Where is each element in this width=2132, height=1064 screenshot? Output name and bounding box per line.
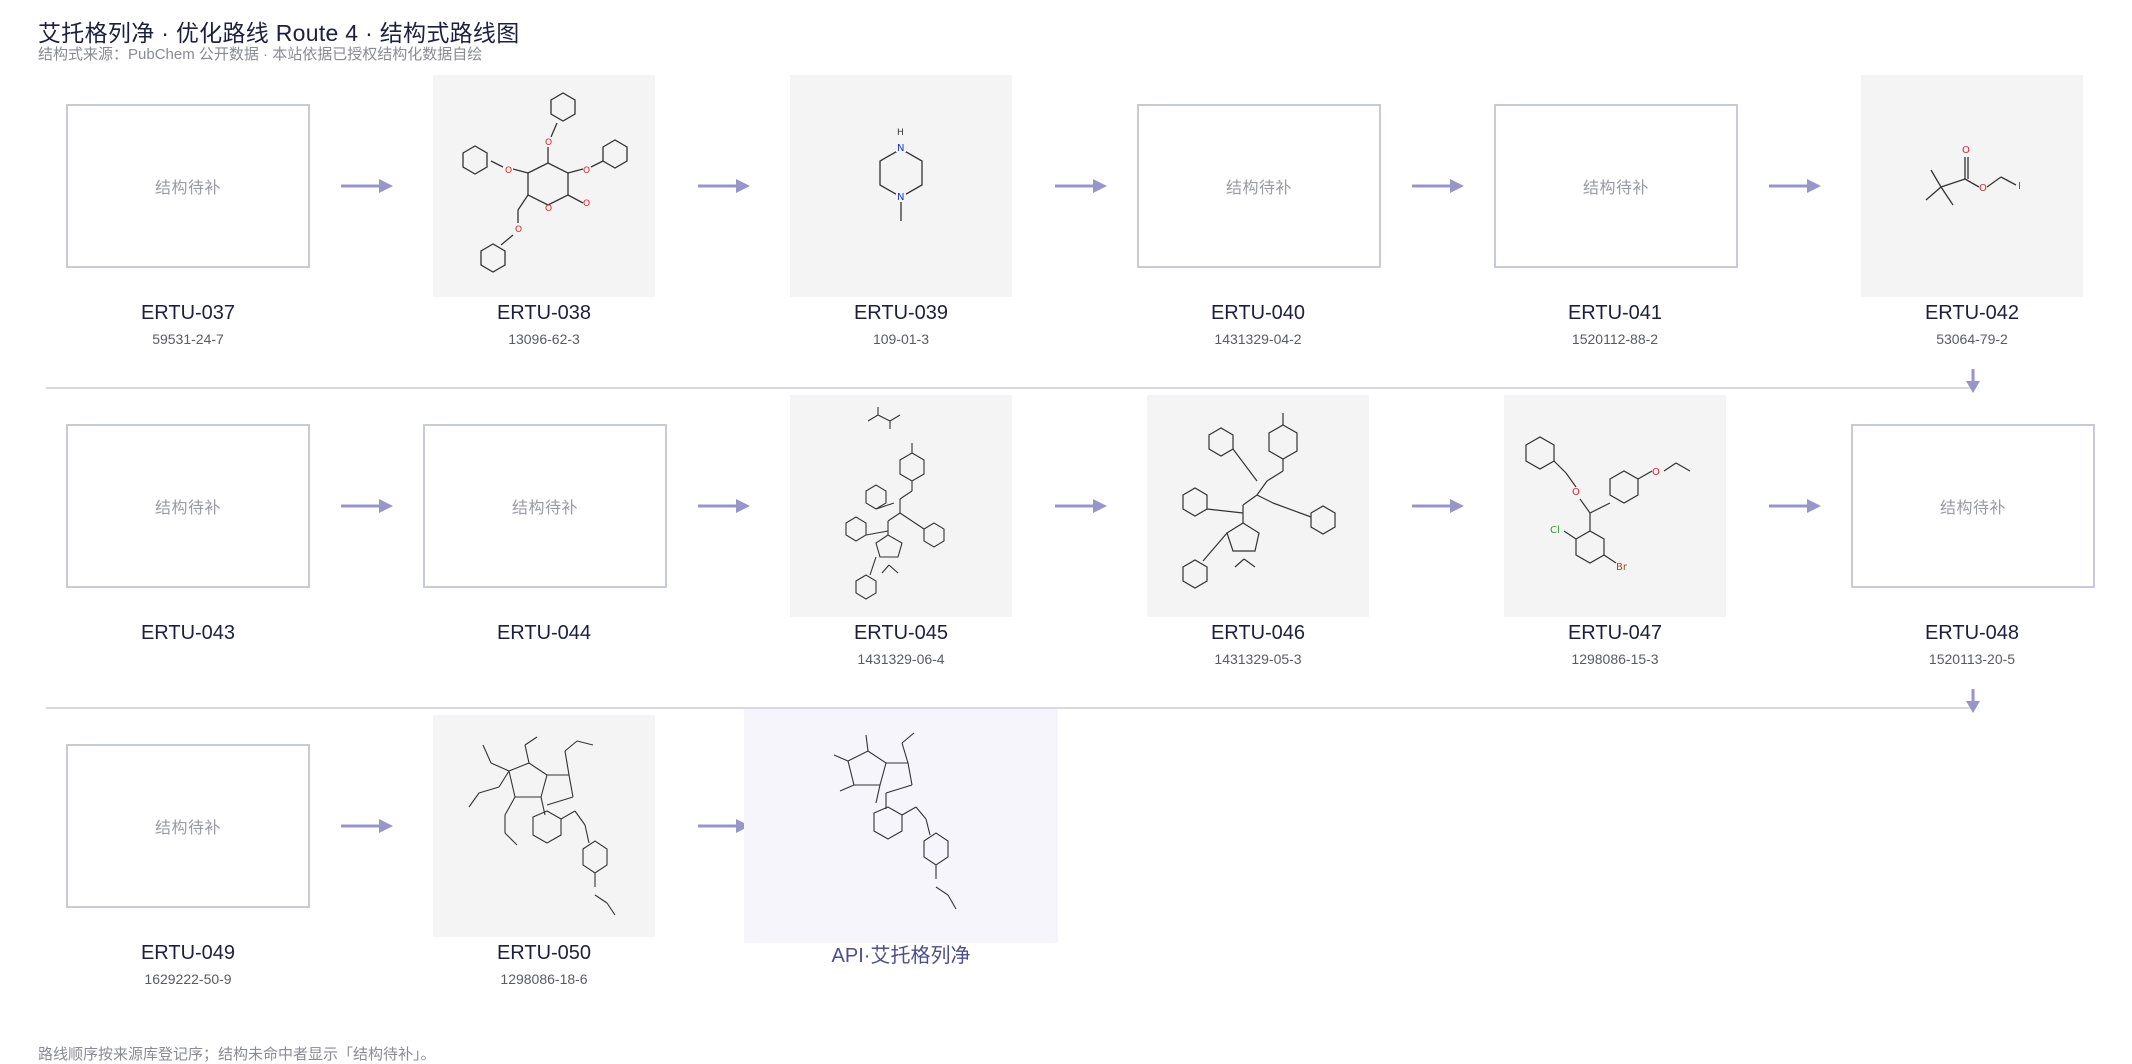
structure-placeholder: 结构待补 xyxy=(1137,104,1381,268)
tetraacetate-structure xyxy=(433,715,655,937)
placeholder-label: 结构待补 xyxy=(154,820,221,837)
compound-id: ERTU-046 xyxy=(1210,622,1306,644)
route-arrow xyxy=(698,496,750,516)
svg-text:O: O xyxy=(515,225,522,235)
placeholder-label: 结构待补 xyxy=(154,180,221,197)
svg-text:O: O xyxy=(583,199,590,209)
row-divider xyxy=(46,387,1976,389)
cas-number: 1298086-18-6 xyxy=(500,971,588,987)
atom-o: O xyxy=(1572,487,1580,498)
cas-number: 1431329-04-2 xyxy=(1214,331,1302,347)
iodomethyl-pivalate-structure: O O I xyxy=(1861,75,2083,297)
methylpiperazine-structure: H N N xyxy=(790,75,1012,297)
acetonide-amide-structure xyxy=(1147,395,1369,617)
footer-note: 路线顺序按来源库登记序；结构未命中者显示「结构待补」。 xyxy=(38,1046,436,1063)
structure-placeholder: 结构待补 xyxy=(1851,424,2095,588)
compound-id: ERTU-037 xyxy=(140,302,236,324)
oxalate-salt-structure xyxy=(790,395,1012,617)
atom-n: N xyxy=(897,192,904,203)
cas-number: 1520113-20-5 xyxy=(1928,651,2016,667)
route-arrow xyxy=(1412,496,1464,516)
svg-text:O: O xyxy=(545,138,552,148)
atom-cl: Cl xyxy=(1550,525,1560,536)
compound-id: ERTU-045 xyxy=(853,622,949,644)
svg-text:O: O xyxy=(545,204,552,214)
route-arrow xyxy=(1412,176,1464,196)
tetrabenzyl-gluconolactone-structure: O O O O O O xyxy=(433,75,655,297)
svg-text:O: O xyxy=(505,166,512,176)
row-divider xyxy=(46,707,1976,709)
compound-id: ERTU-049 xyxy=(140,942,236,964)
svg-text:O: O xyxy=(583,166,590,176)
atom-br: Br xyxy=(1616,562,1628,573)
compound-id: ERTU-038 xyxy=(496,302,592,324)
compound-id: ERTU-041 xyxy=(1567,302,1663,324)
cas-number: 1431329-05-3 xyxy=(1214,651,1302,667)
cas-number: 53064-79-2 xyxy=(1936,331,2008,347)
route-arrow xyxy=(1769,176,1821,196)
atom-i: I xyxy=(2018,181,2021,192)
route-arrow xyxy=(341,496,393,516)
page-title: 艾托格列净 · 优化路线 Route 4 · 结构式路线图 xyxy=(38,20,520,46)
placeholder-label: 结构待补 xyxy=(1225,180,1292,197)
atom-o: O xyxy=(1979,183,1987,194)
cas-number: 1520112-88-2 xyxy=(1571,331,1659,347)
route-arrow xyxy=(698,816,750,836)
ertugliflozin-structure xyxy=(790,715,1012,937)
api-highlight-panel xyxy=(744,709,1058,943)
bromo-diarylmethyl-ether-structure: O O Cl Br xyxy=(1504,395,1726,617)
structure-placeholder: 结构待补 xyxy=(66,744,310,908)
atom-h: H xyxy=(897,128,904,138)
compound-id: ERTU-044 xyxy=(496,622,592,644)
route-arrow xyxy=(1055,496,1107,516)
compound-id: ERTU-043 xyxy=(140,622,236,644)
atom-o: O xyxy=(1652,467,1660,478)
cas-number: 109-01-3 xyxy=(872,331,930,347)
cas-number: 13096-62-3 xyxy=(508,331,580,347)
route-arrow xyxy=(341,816,393,836)
structure-placeholder: 结构待补 xyxy=(423,424,667,588)
api-label: API·艾托格列净 xyxy=(831,945,971,967)
cas-number: 1629222-50-9 xyxy=(144,971,232,987)
placeholder-label: 结构待补 xyxy=(1582,180,1649,197)
compound-id: ERTU-047 xyxy=(1567,622,1663,644)
compound-id: ERTU-040 xyxy=(1210,302,1306,324)
placeholder-label: 结构待补 xyxy=(154,500,221,517)
route-arrow xyxy=(1055,176,1107,196)
placeholder-label: 结构待补 xyxy=(511,500,578,517)
atom-o: O xyxy=(1962,145,1970,156)
route-arrow xyxy=(1769,496,1821,516)
compound-id: ERTU-050 xyxy=(496,942,592,964)
route-arrow xyxy=(341,176,393,196)
cas-number: 1298086-15-3 xyxy=(1571,651,1659,667)
structure-placeholder: 结构待补 xyxy=(1494,104,1738,268)
route-arrow xyxy=(698,176,750,196)
route-arrow-down xyxy=(1963,689,1983,713)
cas-number: 59531-24-7 xyxy=(152,331,224,347)
cas-number: 1431329-06-4 xyxy=(857,651,945,667)
placeholder-label: 结构待补 xyxy=(1939,500,2006,517)
compound-id: ERTU-039 xyxy=(853,302,949,324)
compound-id: ERTU-042 xyxy=(1924,302,2020,324)
page-subtitle: 结构式来源：PubChem 公开数据 · 本站依据已授权结构化数据自绘 xyxy=(38,46,483,63)
compound-id: ERTU-048 xyxy=(1924,622,2020,644)
atom-n: N xyxy=(897,143,904,154)
structure-placeholder: 结构待补 xyxy=(66,424,310,588)
route-arrow-down xyxy=(1963,369,1983,393)
structure-placeholder: 结构待补 xyxy=(66,104,310,268)
